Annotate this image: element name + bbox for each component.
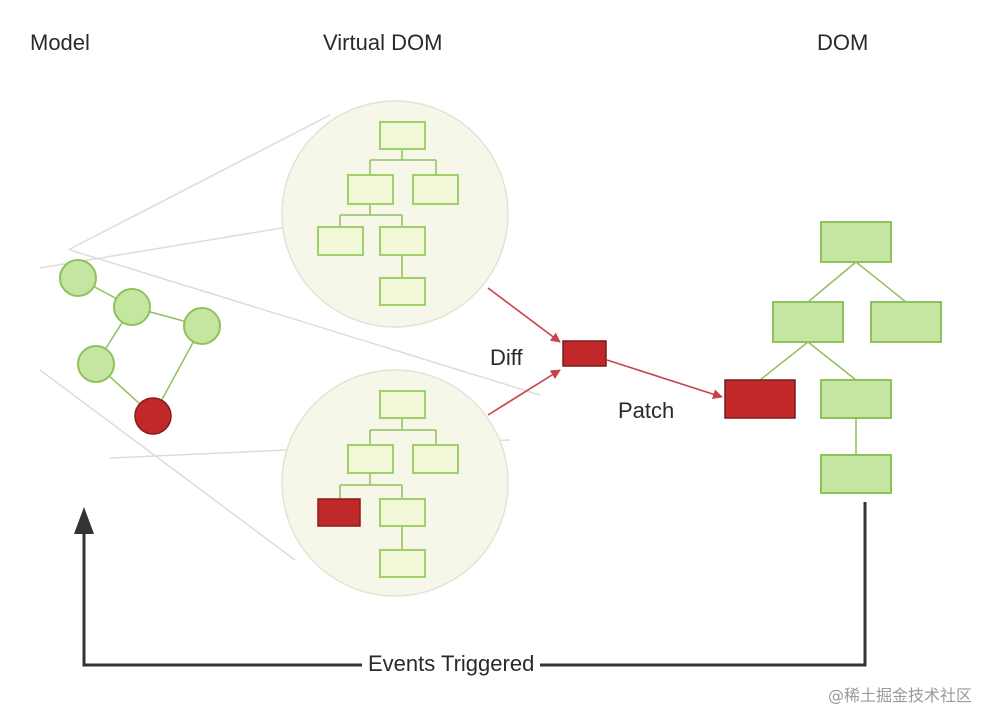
dom-node — [820, 379, 892, 419]
vdom-node — [379, 277, 426, 306]
vdom-node — [412, 174, 459, 205]
vdom-node — [317, 226, 364, 256]
vdom-node — [347, 174, 394, 205]
vdom-changed-node — [317, 498, 361, 527]
model-graph — [59, 259, 221, 435]
diff-arrows — [487, 287, 723, 416]
model-label: Model — [30, 30, 90, 55]
dom-tree — [724, 221, 942, 494]
dom-changed-node — [724, 379, 796, 419]
vdom-node — [379, 498, 426, 527]
vdom-node — [347, 444, 394, 474]
model-node — [59, 259, 97, 297]
dom-node — [870, 301, 942, 343]
model-node — [77, 345, 115, 383]
zoom-circle-bottom — [281, 369, 509, 597]
virtual-dom-old-tree — [281, 100, 509, 328]
up-arrow-icon — [74, 507, 94, 534]
vdom-node — [379, 390, 426, 419]
dom-node — [820, 221, 892, 263]
diff-label: Diff — [490, 345, 523, 370]
dom-node — [772, 301, 844, 343]
vdom-node — [412, 444, 459, 474]
dom-node — [820, 454, 892, 494]
dom-label: DOM — [817, 30, 869, 55]
diff-result-node — [562, 340, 607, 367]
events-triggered-label: Events Triggered — [362, 651, 541, 677]
patch-label: Patch — [618, 398, 675, 423]
watermark: @稀土掘金技术社区 — [827, 686, 972, 705]
vdom-node — [379, 226, 426, 256]
model-node — [183, 307, 221, 345]
vdom-node — [379, 549, 426, 578]
virtual-dom-label: Virtual DOM — [323, 30, 443, 55]
vdom-node — [379, 121, 426, 150]
model-node — [113, 288, 151, 326]
zoom-circle-top — [281, 100, 509, 328]
model-changed-node — [134, 397, 172, 435]
virtual-dom-new-tree — [281, 369, 509, 597]
